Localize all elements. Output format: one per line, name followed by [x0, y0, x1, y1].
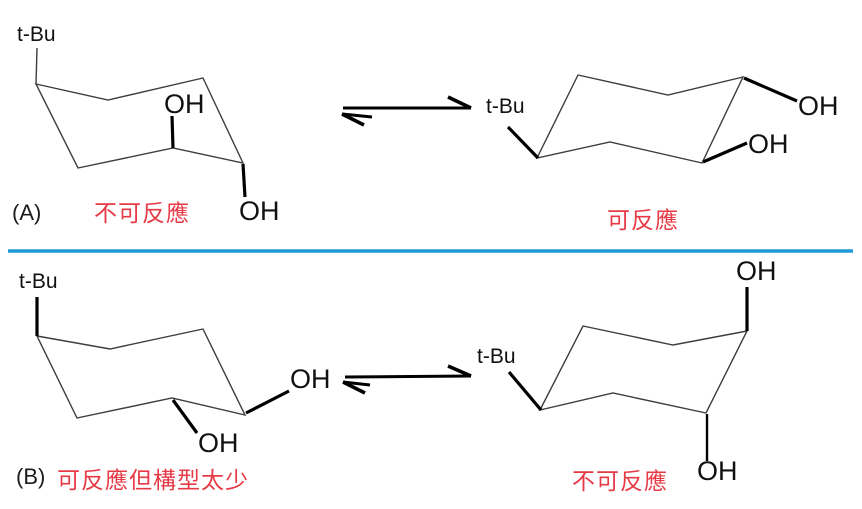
cyclohexane-ring: [535, 74, 745, 164]
reverse-arrow-barb: [341, 112, 365, 127]
caption-not-reactive-a: 不可反應: [94, 200, 190, 226]
cyclohexane-ring: [34, 77, 245, 169]
equilibrium-arrow-b: [342, 364, 472, 395]
oh-label: OH: [736, 256, 777, 286]
tbu-bond: [507, 370, 543, 412]
oh-label: OH: [697, 456, 738, 486]
cyclohexane-ring: [538, 325, 749, 414]
equilibrium-arrow-a: [341, 95, 472, 127]
oh-equatorial-bond-bottom: [171, 399, 199, 434]
reverse-arrow-barb: [342, 380, 366, 395]
oh-label: OH: [239, 196, 280, 226]
oh-label: OH: [164, 89, 205, 119]
oh-label: OH: [748, 129, 789, 159]
tbu-label: t-Bu: [17, 23, 56, 46]
tbu-label: t-Bu: [486, 95, 525, 118]
oh-label: OH: [290, 364, 331, 394]
panel-a-label: (A): [12, 200, 42, 225]
caption-reactive-few-conformers-b: 可反應但構型太少: [57, 467, 249, 493]
tbu-bond: [506, 125, 540, 160]
cyclohexane-ring: [35, 328, 247, 419]
oh-axial-bond-up: [170, 115, 175, 149]
panel-b-label: (B): [16, 464, 46, 489]
tbu-label: t-Bu: [19, 270, 58, 293]
tbu-bond: [35, 47, 38, 85]
tbu-label: t-Bu: [477, 345, 516, 368]
oh-equatorial-bond-mid: [702, 141, 748, 164]
oh-axial-bond-down: [241, 163, 247, 198]
chair-a-left: [34, 47, 247, 198]
oh-equatorial-bond-top: [743, 76, 798, 103]
oh-label: OH: [198, 428, 239, 458]
oh-equatorial-bond-right: [245, 389, 290, 415]
chair-b-right: [507, 287, 749, 461]
caption-not-reactive-b: 不可反應: [572, 468, 668, 494]
chair-b-left: [35, 297, 290, 434]
caption-reactive-a: 可反應: [607, 207, 679, 233]
forward-arrow-shaft: [344, 374, 472, 379]
oh-label: OH: [798, 91, 839, 121]
forward-arrow-barb: [447, 364, 472, 378]
chair-a-right: [506, 74, 798, 164]
forward-arrow-barb: [447, 95, 472, 110]
